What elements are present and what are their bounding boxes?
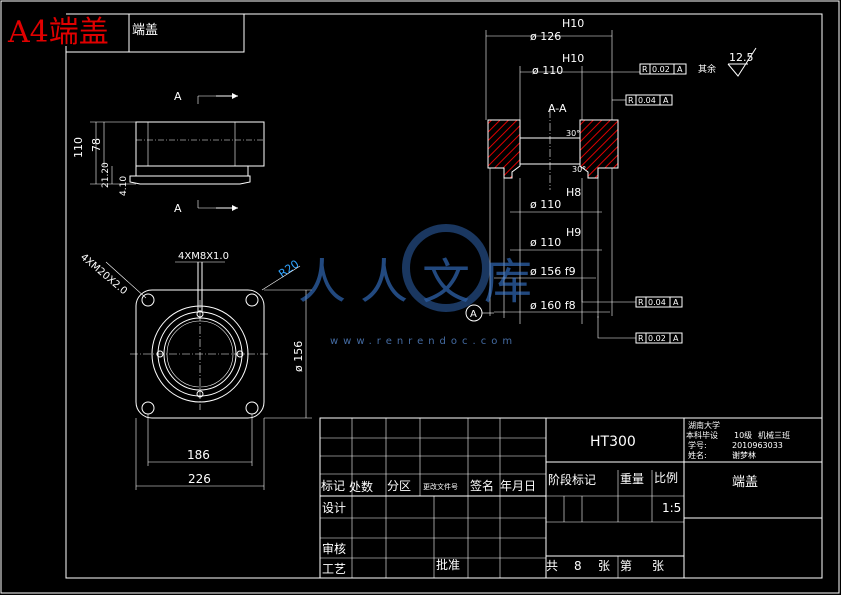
watermark-text: 人人文库: [298, 254, 546, 310]
section-title: A-A: [548, 102, 567, 115]
angle-bottom: 30°: [572, 165, 586, 174]
svg-text:0.02: 0.02: [652, 65, 670, 74]
svg-text:标记: 标记: [321, 479, 345, 493]
svg-text:R: R: [638, 298, 644, 307]
svg-text:A: A: [673, 334, 679, 343]
svg-text:10级: 10级: [734, 430, 752, 440]
fit-h8: H8: [566, 186, 581, 199]
angle-top: 30°: [566, 129, 580, 138]
thread-m20: 4XM20X2.0: [78, 252, 129, 297]
svg-text:张: 张: [598, 559, 610, 573]
watermark: 人人文库 www.renrendoc.com: [298, 224, 546, 347]
dim-226: 226: [188, 472, 211, 486]
svg-text:谢梦林: 谢梦林: [732, 450, 756, 460]
dim-186: 186: [187, 448, 210, 462]
svg-text:更改文件号: 更改文件号: [423, 482, 458, 491]
size-title: A4端盖: [7, 15, 109, 50]
svg-text:姓名:: 姓名:: [688, 450, 707, 460]
surface-finish: 12.5: [729, 51, 754, 64]
rest-note: 其余: [698, 63, 716, 75]
svg-text:重量: 重量: [620, 472, 644, 486]
svg-text:共: 共: [546, 559, 558, 573]
svg-text:R: R: [638, 334, 644, 343]
svg-text:处数: 处数: [349, 479, 373, 494]
watermark-logo-icon: [402, 224, 490, 312]
svg-text:本科毕设: 本科毕设: [686, 430, 718, 440]
svg-text:学号:: 学号:: [688, 440, 707, 450]
tolerance-frame-2: R 0.04 A: [625, 94, 673, 106]
svg-text:张: 张: [652, 559, 664, 573]
dim-21: 21.20: [101, 162, 111, 188]
thread-m8: 4XM8X1.0: [178, 251, 229, 262]
svg-text:比例: 比例: [654, 471, 678, 485]
tolerance-frame-3: R 0.04 A: [635, 296, 683, 308]
svg-text:0.04: 0.04: [638, 96, 656, 105]
dim-110-b1: ø 110: [530, 198, 561, 211]
watermark-url: www.renrendoc.com: [330, 336, 517, 347]
svg-text:机械三班: 机械三班: [758, 430, 790, 440]
top-view: 4XM8X1.0 4XM20X2.0 R20 ø 156 186 226: [78, 251, 312, 490]
svg-text:设计: 设计: [322, 501, 346, 515]
svg-text:湖南大学: 湖南大学: [688, 420, 720, 430]
svg-text:0.02: 0.02: [648, 334, 666, 343]
svg-text:阶段标记: 阶段标记: [548, 472, 596, 487]
dim-110-b2: ø 110: [530, 236, 561, 249]
section-view: H10 ø 126 H10 ø 110 A-A 30° 30° H8 ø 110…: [465, 17, 757, 339]
svg-text:0.04: 0.04: [648, 298, 666, 307]
part-name: 端盖: [732, 475, 758, 490]
dim-156: ø 156: [292, 341, 305, 372]
fit-h9: H9: [566, 226, 581, 239]
tolerance-frame-4: R 0.02 A: [635, 332, 683, 344]
svg-text:A: A: [663, 96, 669, 105]
section-label-a-bottom: A: [174, 202, 182, 215]
corner-label-box: [66, 13, 245, 53]
svg-text:年月日: 年月日: [500, 479, 536, 493]
dim-126: ø 126: [530, 30, 561, 43]
scale-value: 1:5: [662, 501, 681, 515]
svg-text:签名: 签名: [470, 478, 494, 493]
section-left-wall: [487, 119, 521, 179]
dim-110-top: ø 110: [532, 64, 563, 77]
dim-78: 78: [90, 138, 103, 152]
svg-text:第: 第: [620, 559, 632, 573]
svg-text:A: A: [677, 65, 683, 74]
corner-label: 端盖: [132, 23, 158, 38]
front-view: A A 110 78 21.20 4.10: [72, 90, 265, 215]
svg-text:R: R: [642, 65, 648, 74]
svg-text:R: R: [628, 96, 634, 105]
size-title-bg: [2, 2, 128, 46]
svg-text:2010963033: 2010963033: [732, 441, 783, 450]
datum-a-label: A: [470, 309, 477, 320]
section-label-a-top: A: [174, 90, 182, 103]
title-block: 标记 处数 分区 更改文件号 签名 年月日 设计 审核 工艺 批准 HT300 …: [319, 417, 823, 579]
svg-text:分区: 分区: [387, 479, 411, 493]
dim-156f9: ø 156 f9: [530, 265, 576, 278]
tolerance-frame-1: R 0.02 A: [639, 63, 687, 75]
fit-h10-top: H10: [562, 17, 584, 30]
dim-160f8: ø 160 f8: [530, 299, 576, 312]
svg-text:8: 8: [574, 559, 582, 573]
svg-text:审核: 审核: [322, 541, 346, 556]
dim-4: 4.10: [119, 176, 129, 196]
material: HT300: [590, 434, 636, 450]
dim-110-left: 110: [72, 137, 85, 158]
svg-text:A: A: [673, 298, 679, 307]
svg-text:工艺: 工艺: [322, 562, 346, 576]
svg-text:批准: 批准: [436, 557, 460, 572]
fit-h10-mid: H10: [562, 52, 584, 65]
